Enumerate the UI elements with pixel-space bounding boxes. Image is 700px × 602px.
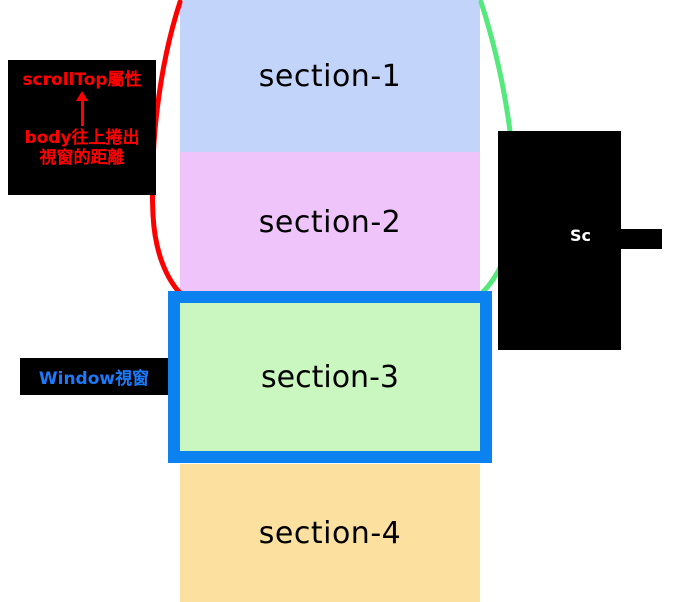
scrolltop-line-3: 視窗的距離: [39, 148, 125, 169]
section-1-label: section-1: [258, 58, 402, 94]
scrolltop-annotation: scrollTop屬性 body往上捲出 視窗的距離: [8, 60, 156, 195]
up-arrow-icon: [8, 90, 156, 128]
section-2-block: section-2: [180, 152, 480, 292]
right-annotation-text: Sc: [570, 226, 592, 245]
window-viewport-box: section-3: [168, 291, 492, 463]
section-4-block: section-4: [180, 464, 480, 602]
section-4-label: section-4: [258, 515, 402, 551]
window-label-annotation: Window視窗: [20, 358, 168, 395]
section-1-block: section-1: [180, 0, 480, 152]
scrolltop-line-2: body往上捲出: [24, 128, 140, 149]
scrolltop-line-1: scrollTop屬性: [22, 70, 142, 90]
section-2-label: section-2: [258, 204, 402, 240]
right-annotation-redaction-bar: [592, 229, 662, 249]
section-3-label: section-3: [261, 359, 399, 395]
window-label-text: Window視窗: [38, 369, 150, 389]
